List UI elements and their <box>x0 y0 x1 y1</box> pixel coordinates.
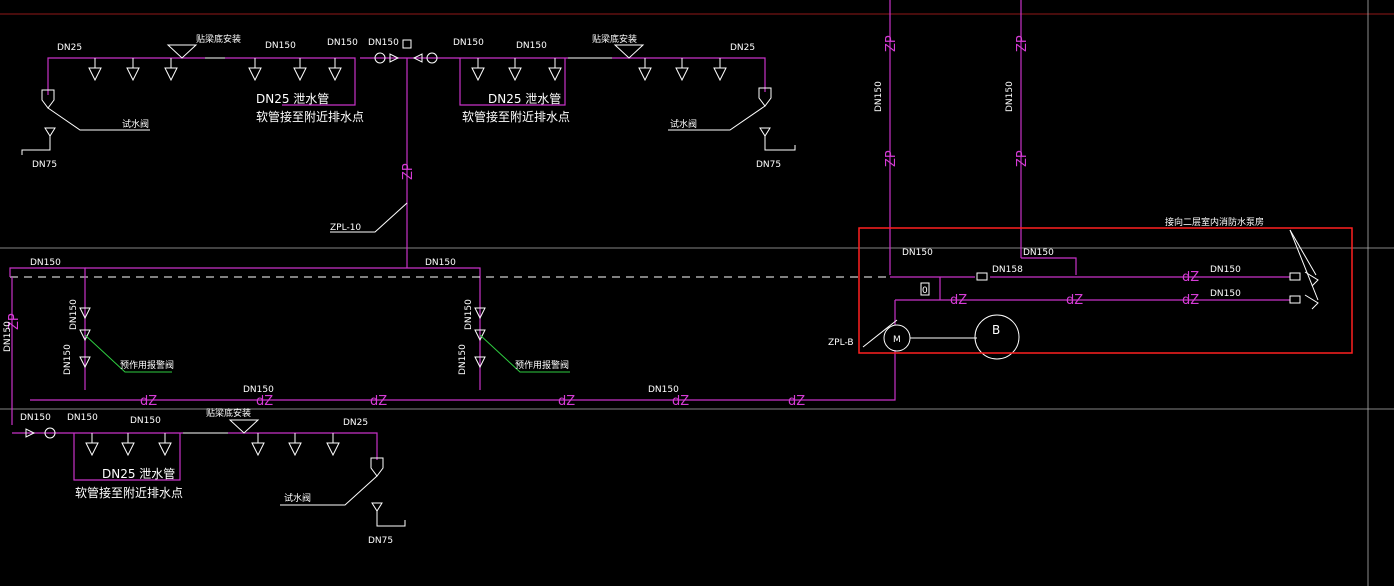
label-zp-r2b: ZP <box>1015 150 1030 167</box>
label-test-valve-1: 试水阀 <box>122 118 149 130</box>
branch-top-left <box>21 44 356 155</box>
label-zp-center: ZP <box>401 163 416 180</box>
label-connect-note: 接向二层室内消防水泵房 <box>1165 216 1264 228</box>
label-ceiling-1: 贴梁底安装 <box>196 33 241 45</box>
label-dn150-b4: DN150 <box>1210 289 1241 299</box>
label-drain-2: DN25 泄水管 <box>488 91 561 106</box>
label-pump-b: B <box>992 323 1000 337</box>
label-dn150-left: DN150 <box>3 321 13 352</box>
label-drain-1: DN25 泄水管 <box>256 91 329 106</box>
label-hose-2: 软管接至附近排水点 <box>462 109 570 124</box>
label-dn150-b1: DN150 <box>902 248 933 258</box>
label-dn150-v1: DN150 <box>69 299 79 330</box>
label-dz-4: dZ <box>558 394 575 409</box>
label-zpl10: ZPL-10 <box>330 223 361 233</box>
label-dn75-1: DN75 <box>32 160 57 170</box>
label-dn25-3: DN25 <box>343 418 368 428</box>
label-dz-b3: dZ <box>1066 293 1083 308</box>
label-dz-5: dZ <box>672 394 689 409</box>
label-dn150-3: DN150 <box>368 38 399 48</box>
label-hose-1: 软管接至附近排水点 <box>256 109 364 124</box>
label-dz-3: dZ <box>370 394 387 409</box>
label-dn150-v4: DN150 <box>458 344 468 375</box>
label-dn150-bot2: DN150 <box>67 413 98 423</box>
label-dn25-2: DN25 <box>730 43 755 53</box>
label-drain-3: DN25 泄水管 <box>102 466 175 481</box>
label-dn25-1: DN25 <box>57 43 82 53</box>
label-dn150-r1: DN150 <box>874 81 884 112</box>
label-zero: 0 <box>922 286 928 296</box>
label-dz-b2: dZ <box>950 293 967 308</box>
label-dn158: DN158 <box>992 265 1023 275</box>
label-hose-3: 软管接至附近排水点 <box>75 485 183 500</box>
label-dn150-m1: DN150 <box>30 258 61 268</box>
label-dz-6: dZ <box>788 394 805 409</box>
label-dz-2: dZ <box>256 394 273 409</box>
label-zp-r1a: ZP <box>884 35 899 52</box>
label-ceiling-3: 贴梁底安装 <box>206 407 251 419</box>
label-dn75-3: DN75 <box>368 536 393 546</box>
risers-upper-right <box>889 0 1077 275</box>
label-dn150-b3: DN150 <box>1210 265 1241 275</box>
label-dn150-b2: DN150 <box>1023 248 1054 258</box>
label-dz-b1: dZ <box>1182 270 1199 285</box>
label-dn150-2: DN150 <box>327 38 358 48</box>
label-zp-left: ZP <box>7 313 22 330</box>
label-dn150-v3: DN150 <box>464 299 474 330</box>
label-zp-r2a: ZP <box>1015 35 1030 52</box>
label-dn150-r2: DN150 <box>1005 81 1015 112</box>
pump-room-piping <box>862 229 1319 360</box>
riser-top-center <box>85 39 481 390</box>
label-alarm-valve-1: 预作用报警阀 <box>120 359 174 371</box>
label-dn150-main1: DN150 <box>243 385 274 395</box>
label-dn150-5: DN150 <box>516 41 547 51</box>
label-dz-b4: dZ <box>1182 293 1199 308</box>
label-dn150-bot1: DN150 <box>20 413 51 423</box>
label-dn150-bot3: DN150 <box>130 416 161 426</box>
label-zp-r1b: ZP <box>884 150 899 167</box>
highlight-box <box>858 227 1353 354</box>
middle-left-riser <box>9 267 570 425</box>
label-test-valve-2: 试水阀 <box>670 118 697 130</box>
label-dn150-4: DN150 <box>453 38 484 48</box>
label-alarm-valve-2: 预作用报警阀 <box>515 359 569 371</box>
pump-b-circle <box>974 314 1020 360</box>
label-dn150-1: DN150 <box>265 41 296 51</box>
label-ceiling-2: 贴梁底安装 <box>592 33 637 45</box>
label-test-valve-3: 试水阀 <box>284 492 311 504</box>
label-dn150-m2: DN150 <box>425 258 456 268</box>
branch-bottom-left <box>12 419 406 527</box>
label-dn150-v2: DN150 <box>63 344 73 375</box>
label-dn150-main2: DN150 <box>648 385 679 395</box>
branch-top-right <box>459 44 796 151</box>
label-meter-m: M <box>893 335 901 345</box>
label-zplb: ZPL-B <box>828 338 854 348</box>
label-dz-1: dZ <box>140 394 157 409</box>
label-dn75-2: DN75 <box>756 160 781 170</box>
dz-main-line <box>30 350 896 401</box>
